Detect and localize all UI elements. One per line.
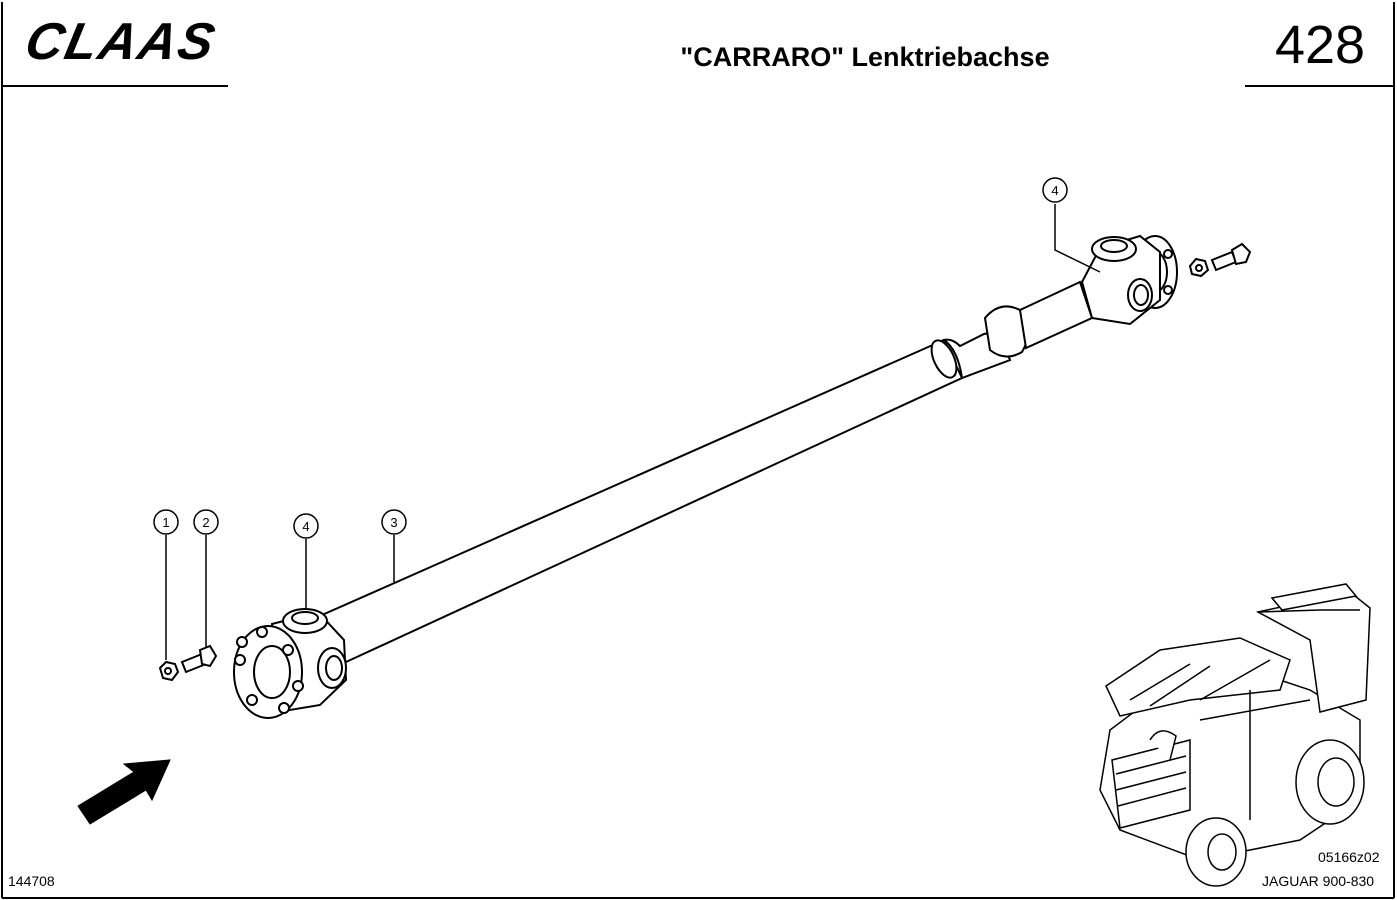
model-name: JAGUAR 900-830 (1262, 873, 1375, 889)
callout-3: 3 (390, 515, 397, 530)
callout-4-left: 4 (302, 519, 309, 534)
brand-wordmark: CLAAS (20, 13, 222, 71)
callout-labels: 1 2 4 3 4 (162, 183, 1058, 534)
callout-1: 1 (162, 515, 169, 530)
callout-4-right: 4 (1051, 183, 1058, 198)
page-number: 428 (1274, 15, 1366, 75)
drive-shaft (320, 280, 1094, 664)
drawing-number: 144708 (8, 873, 55, 889)
callout-2: 2 (202, 515, 209, 530)
right-fasteners (1188, 242, 1252, 278)
page-title: "CARRARO" Lenktriebachse (680, 42, 1050, 72)
left-fasteners (158, 644, 218, 682)
left-flange-yoke (233, 608, 348, 719)
view-direction-arrow (77, 759, 171, 825)
callout-circles (153, 177, 1068, 539)
harvester-thumbnail (1099, 583, 1371, 887)
right-flange-yoke (1080, 234, 1178, 326)
sheet-code: 05166z02 (1318, 849, 1380, 865)
claas-logo: CLAAS (14, 13, 240, 74)
leader-lines (165, 204, 1101, 660)
